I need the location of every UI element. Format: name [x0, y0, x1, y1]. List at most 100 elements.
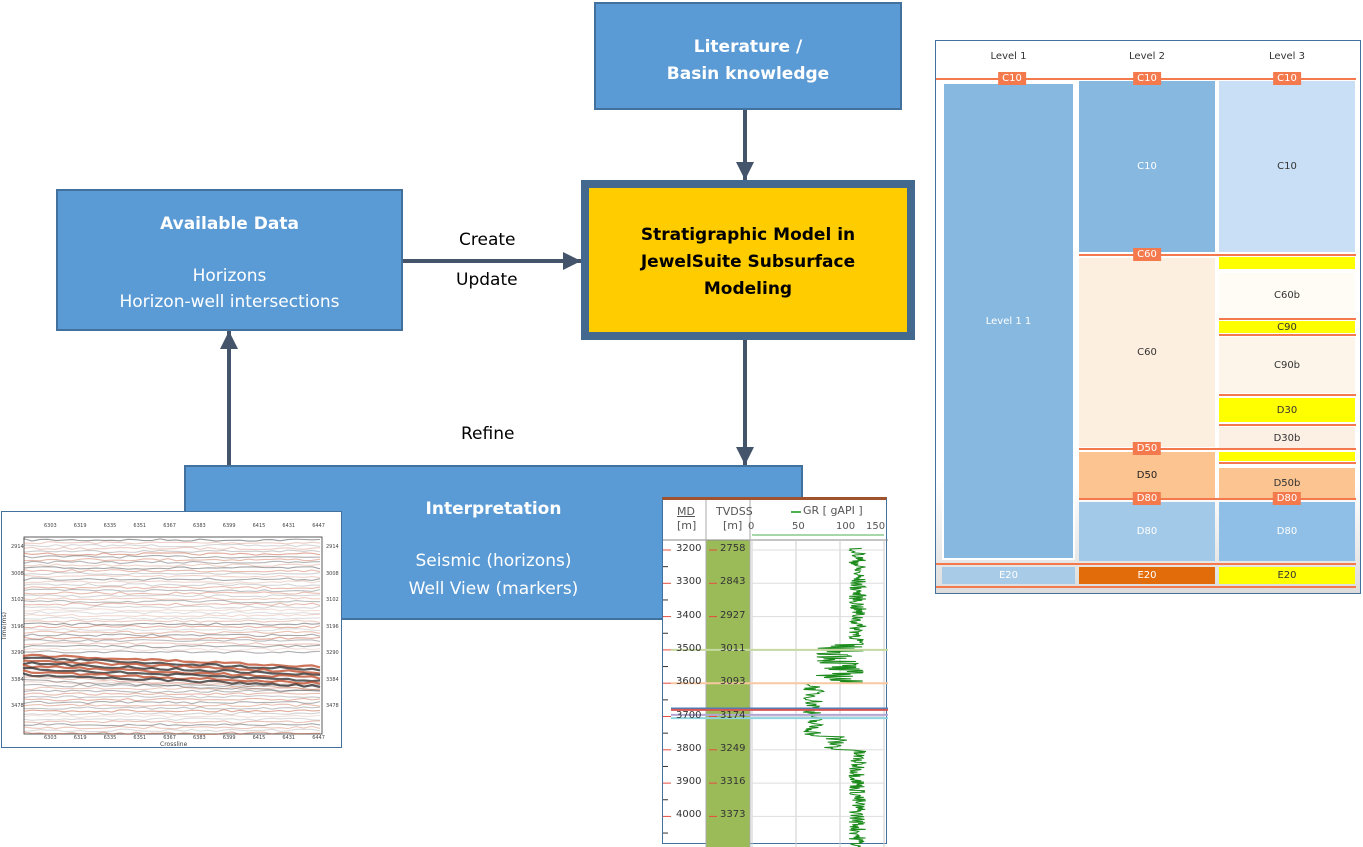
interpretation-item-well: Well View (markers) — [408, 579, 579, 599]
seismic-reflector — [23, 563, 321, 567]
time-tick-right: 3102 — [326, 597, 339, 603]
crossline-tick-bottom: 6351 — [133, 735, 147, 741]
well-log-tracks — [663, 500, 888, 847]
seismic-reflector — [23, 574, 321, 579]
interpretation-item-seismic: Seismic (horizons) — [415, 551, 572, 571]
unit-e20-level2: E20 — [1079, 567, 1215, 584]
seismic-reflector — [22, 653, 321, 669]
seismic-reflector — [23, 625, 321, 629]
gr-scale-label: 100 — [836, 521, 856, 532]
crossline-tick-bottom: 6303 — [44, 735, 57, 741]
gr-scale-label: 50 — [792, 521, 805, 532]
seismic-reflector — [23, 689, 321, 693]
tvdss-label: 2758 — [720, 543, 746, 554]
seismic-reflector — [23, 630, 321, 635]
crossline-tick-bottom: 6319 — [73, 735, 87, 741]
seismic-reflector — [23, 619, 321, 623]
seismic-reflector — [23, 692, 321, 696]
seismic-reflector — [23, 588, 321, 593]
gr-scale-label: 150 — [866, 521, 886, 532]
horizon-line — [1079, 448, 1356, 450]
horizon-line — [936, 563, 1356, 565]
seismic-reflector — [23, 577, 321, 582]
crossline-tick-top: 6447 — [312, 523, 325, 529]
horizon-tag: C60 — [1133, 248, 1161, 261]
md-label: 3600 — [676, 676, 702, 688]
horizon-tag: C10 — [1133, 72, 1161, 85]
seismic-reflector — [23, 560, 321, 565]
tvdss-label: 3373 — [720, 809, 746, 821]
seismic-reflector — [23, 552, 321, 556]
time-tick-right: 3478 — [326, 703, 339, 709]
seismic-reflector — [23, 538, 321, 542]
crossline-tick-bottom: 6399 — [222, 735, 236, 741]
crossline-tick-bottom: 6335 — [103, 735, 117, 741]
seismic-xlabel: Crossline — [160, 741, 188, 748]
crossline-tick-top: 6319 — [73, 523, 87, 529]
unit-c90b-level3: C90b — [1219, 337, 1355, 393]
seismic-reflector — [23, 700, 321, 705]
horizon-tag: C10 — [998, 72, 1026, 85]
seismic-reflector — [23, 546, 321, 551]
literature-line1: Literature / — [693, 37, 803, 57]
seismic-reflector — [23, 725, 321, 730]
time-tick-left: 3478 — [11, 703, 24, 709]
level-header: Level 3 — [1269, 51, 1305, 62]
crossline-tick-top: 6303 — [44, 523, 57, 529]
horizon-tag: C10 — [1273, 72, 1301, 85]
seismic-reflector — [23, 706, 321, 710]
literature-box: Literature / Basin knowledge — [594, 2, 902, 110]
seismic-reflector — [23, 686, 321, 691]
level-header: Level 2 — [1129, 51, 1165, 62]
crossline-tick-top: 6351 — [133, 523, 147, 529]
seismic-reflector — [23, 594, 321, 598]
seismic-reflector — [23, 714, 321, 719]
seismic-reflector — [23, 541, 321, 545]
time-tick-left: 3102 — [11, 597, 24, 603]
seismic-reflector — [23, 608, 321, 612]
seismic-reflector — [23, 695, 321, 699]
seismic-reflector — [23, 605, 321, 609]
time-tick-right: 3384 — [326, 676, 339, 683]
unit-c60-level2: C60 — [1079, 258, 1215, 447]
horizon-line — [1219, 424, 1356, 426]
seismic-reflector — [23, 628, 321, 632]
time-tick-left: 3384 — [11, 676, 24, 683]
unit-d30b-level3: D30b — [1219, 427, 1355, 449]
horizon-line — [1219, 394, 1356, 396]
crossline-tick-top: 6367 — [163, 523, 176, 529]
available-item-horizons: Horizons — [192, 266, 267, 286]
crossline-tick-bottom: 6415 — [252, 735, 266, 741]
seismic-reflector — [23, 723, 321, 727]
time-tick-right: 2914 — [326, 544, 339, 550]
interpretation-title: Interpretation — [425, 499, 562, 519]
md-header: MD — [677, 505, 695, 518]
seismic-reflector — [23, 591, 321, 595]
md-label: 3500 — [676, 642, 702, 654]
seismic-reflector — [23, 555, 321, 559]
seismic-reflector — [22, 663, 321, 680]
md-label: 4000 — [676, 809, 702, 821]
crossline-tick-top: 6415 — [252, 523, 266, 529]
gr-curve — [803, 547, 868, 847]
tvdss-label: 3316 — [720, 776, 746, 788]
model-line3: Modeling — [703, 279, 793, 299]
seismic-reflector — [23, 549, 321, 553]
tvdss-track — [706, 540, 750, 847]
seismic-reflector — [23, 641, 321, 646]
unit-c90-level3: C90 — [1219, 321, 1355, 333]
unit-d30-level3: D30 — [1219, 398, 1355, 422]
seismic-reflector — [23, 720, 321, 724]
seismic-reflector — [23, 717, 321, 721]
unit-e20-level3: E20 — [1219, 567, 1355, 584]
seismic-reflector — [23, 697, 321, 702]
refine-label: Refine — [461, 424, 515, 444]
seismic-reflector — [23, 683, 321, 688]
seismic-reflector — [23, 679, 321, 692]
seismic-reflector — [23, 731, 321, 735]
available-item-intersections: Horizon-well intersections — [119, 292, 340, 312]
seismic-reflector — [23, 636, 321, 640]
horizon-line — [1219, 334, 1356, 336]
seismic-ylabel: Time(ms) — [1, 612, 8, 641]
